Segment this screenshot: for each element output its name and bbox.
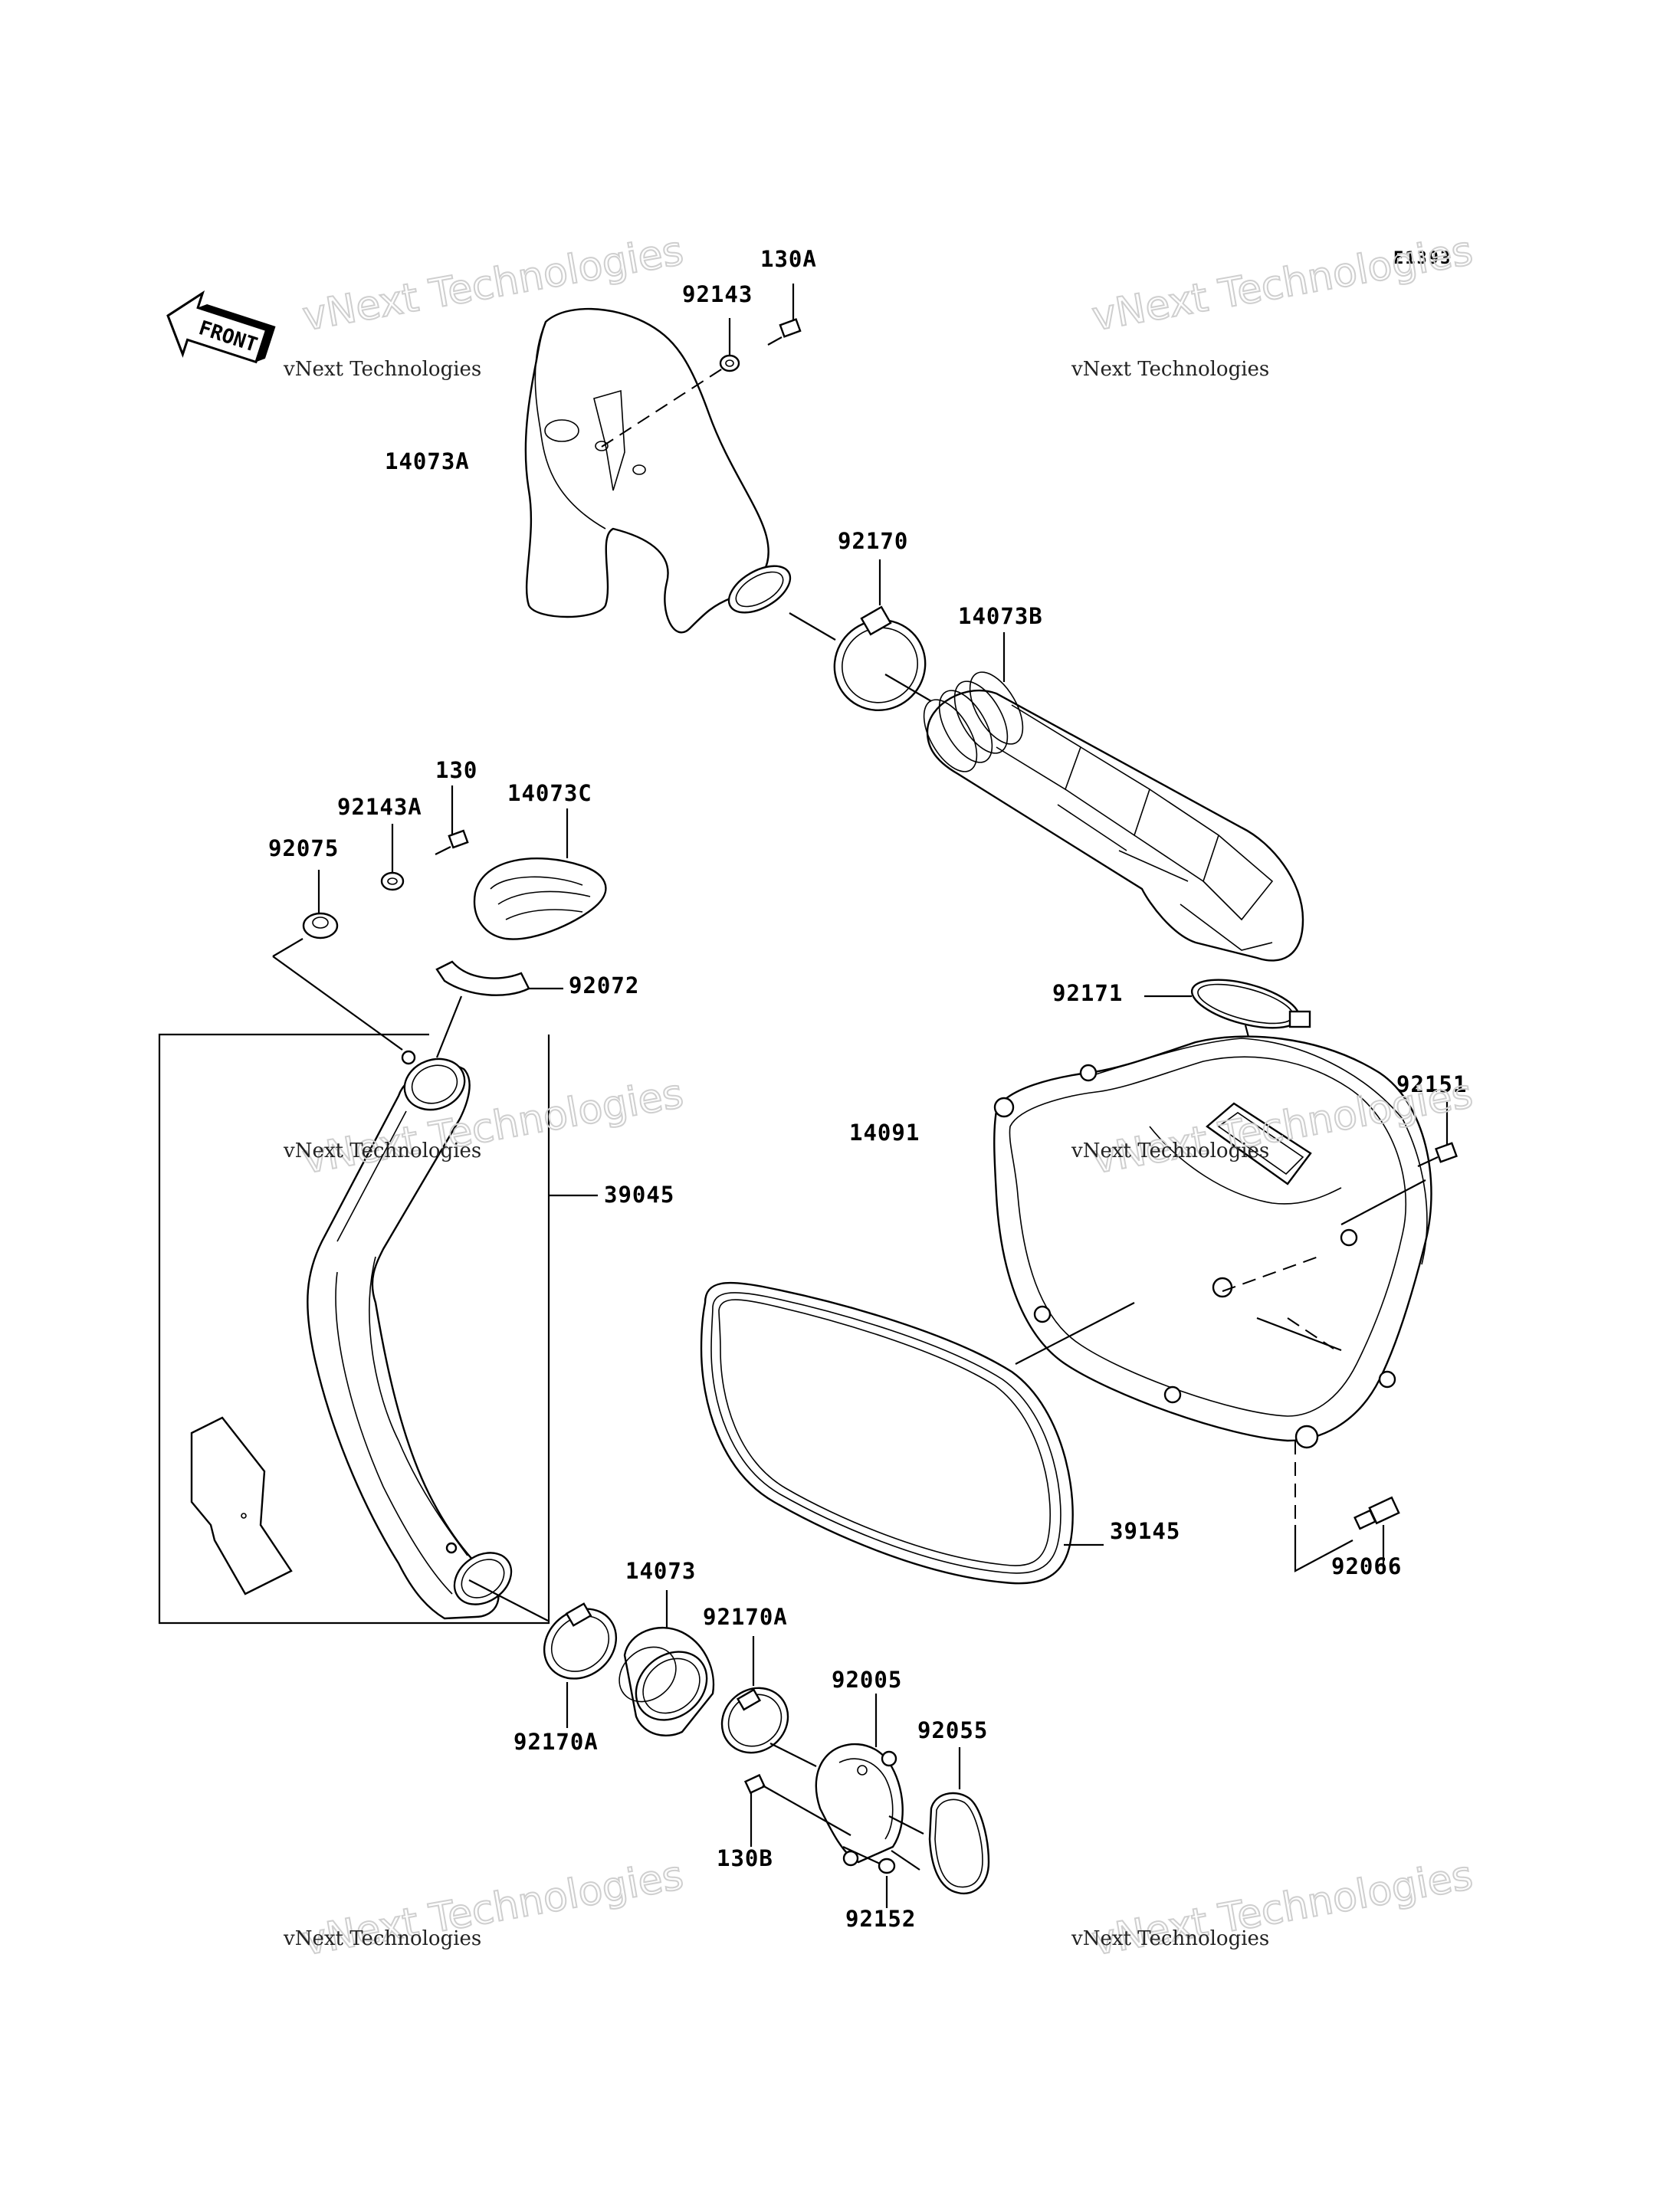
assembly-box-39045 (158, 1033, 598, 1625)
sleeve-14073 (619, 1590, 715, 1737)
label-92055: 92055 (917, 1717, 988, 1743)
label-92170A-bottom: 92170A (514, 1729, 599, 1755)
bolt-130A (767, 284, 802, 346)
sensor-92066 (1294, 1496, 1400, 1572)
intake-boot-14073B (923, 632, 1304, 962)
nut-92152 (842, 1846, 896, 1908)
cvt-cover-14091 (993, 1035, 1432, 1525)
label-39145: 39145 (1110, 1518, 1180, 1544)
watermark-text: vNext Technologies (283, 358, 481, 381)
label-130B: 130B (717, 1845, 773, 1871)
label-130: 130 (435, 757, 477, 783)
washer-92143 (719, 318, 740, 372)
drive-belt-39145 (700, 1281, 1104, 1585)
grommet-92075 (302, 870, 339, 939)
bolt-92151 (1340, 1102, 1458, 1225)
watermark-big: vNext Technologies (300, 1071, 687, 1183)
label-92005: 92005 (832, 1667, 902, 1693)
bolt-130B (743, 1773, 851, 1847)
leader-92075-to-pipe (272, 956, 403, 1051)
label-130A: 130A (760, 246, 817, 272)
label-14073C: 14073C (507, 780, 592, 806)
gasket-92055 (928, 1747, 990, 1895)
watermark-text: vNext Technologies (283, 1927, 481, 1950)
duct-14073A (524, 307, 792, 634)
watermark-big: vNext Technologies (1089, 228, 1476, 340)
label-39045: 39045 (604, 1182, 674, 1208)
label-14073: 14073 (625, 1558, 696, 1584)
label-92170: 92170 (838, 528, 908, 554)
clamp-92170A-top (720, 1636, 817, 1767)
leader-92005-gasket (891, 1850, 920, 1871)
label-92143A: 92143A (337, 794, 422, 820)
label-14073B: 14073B (958, 603, 1043, 629)
washer-92143A (380, 824, 405, 891)
housing-92005 (815, 1694, 924, 1867)
label-92075: 92075 (268, 835, 339, 861)
leader-14073A-dash (601, 363, 730, 448)
label-92151: 92151 (1396, 1071, 1467, 1097)
label-92171: 92171 (1052, 980, 1123, 1006)
label-14091: 14091 (849, 1120, 920, 1146)
label-92170A-top: 92170A (703, 1604, 788, 1630)
label-92152: 92152 (845, 1906, 916, 1932)
watermark-text: vNext Technologies (1071, 1139, 1269, 1162)
label-92072: 92072 (569, 972, 639, 998)
clamp-92170A-bottom (543, 1602, 618, 1728)
clamp-92170 (789, 559, 932, 712)
watermark-text: vNext Technologies (283, 1139, 481, 1162)
part-labels: 130A 92143 14073A 92170 14073B 130 92143… (268, 246, 1467, 1932)
band-92072 (435, 960, 563, 1058)
front-arrow-icon: FRONT (166, 290, 276, 364)
watermark-text: vNext Technologies (1071, 1927, 1269, 1950)
label-92143: 92143 (682, 281, 753, 307)
label-92066: 92066 (1331, 1553, 1402, 1579)
leader-92075-line (272, 938, 304, 957)
cap-14073C (473, 808, 607, 940)
diagram-code: E1393 (1393, 249, 1452, 268)
bolt-130 (435, 785, 469, 855)
label-14073A: 14073A (385, 448, 470, 474)
watermark-text: vNext Technologies (1071, 358, 1269, 381)
